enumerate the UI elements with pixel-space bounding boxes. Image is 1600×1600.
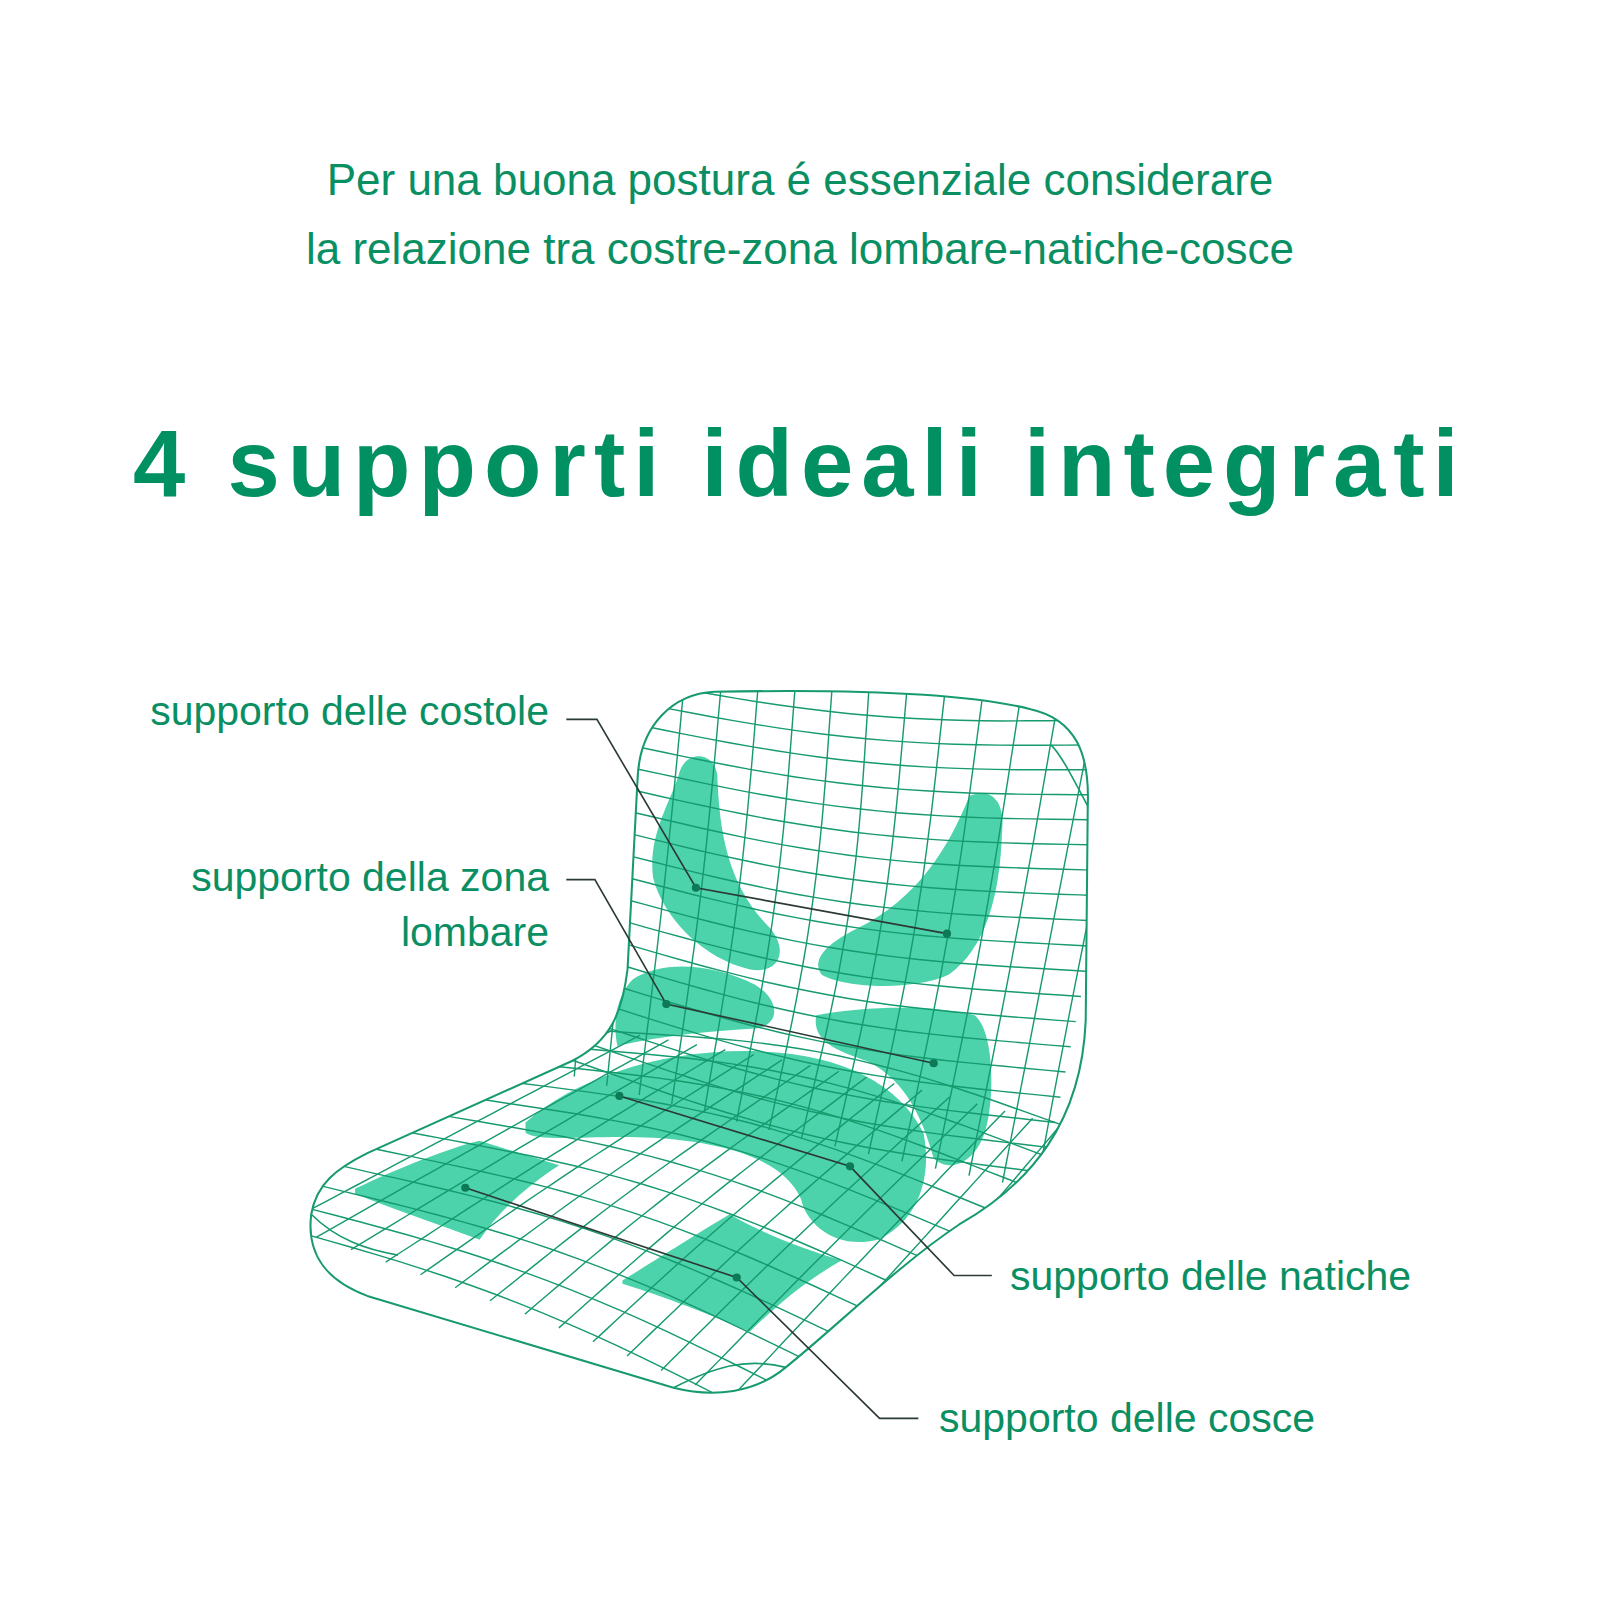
- mesh-line: [386, 1050, 726, 1263]
- mesh-line: [332, 1164, 882, 1357]
- mesh-line: [421, 1055, 754, 1275]
- leader-dot: [943, 930, 951, 938]
- mesh-line: [455, 1060, 782, 1288]
- mesh-line: [603, 674, 1138, 721]
- mesh-line: [580, 931, 1076, 1022]
- callout-label: supporto delle cosce: [939, 1392, 1315, 1444]
- callout-label: supporto delle costole: [150, 685, 549, 737]
- leader-dot: [930, 1059, 938, 1067]
- leader-dot: [846, 1162, 854, 1170]
- chair-edge: [311, 745, 1088, 1388]
- mesh-line: [737, 685, 796, 1122]
- leader-line: [465, 1188, 918, 1419]
- mesh-line: [576, 973, 1066, 1072]
- leader-lines: [465, 719, 992, 1418]
- callout-label: supporto delle natiche: [1010, 1250, 1411, 1302]
- mesh-line: [572, 1016, 1055, 1122]
- mesh-line: [599, 717, 1127, 770]
- leader-dot: [692, 884, 700, 892]
- support-zones: [355, 756, 1002, 1331]
- mesh-line: [490, 1065, 811, 1300]
- mesh-line: [589, 824, 1101, 896]
- mesh-line: [585, 867, 1091, 947]
- mesh-line: [695, 1104, 977, 1385]
- mesh-line: [502, 1081, 1002, 1215]
- mesh-line: [559, 1077, 867, 1328]
- leader-dot: [461, 1184, 469, 1192]
- mesh-line: [536, 1064, 1026, 1186]
- mesh-line: [661, 1097, 949, 1370]
- intro-text: Per una buona postura é essenziale consi…: [300, 145, 1300, 283]
- chair-outline: [310, 691, 1087, 1393]
- mesh-line: [264, 1197, 833, 1414]
- mesh-line: [400, 1130, 930, 1299]
- mesh-line: [1036, 707, 1133, 1190]
- mesh-line: [574, 995, 1060, 1098]
- callout-label: supporto della zona lombare: [79, 850, 549, 960]
- mesh-line: [281, 1035, 640, 1225]
- leader-line: [566, 880, 933, 1064]
- leader-dot: [733, 1273, 741, 1281]
- mesh-line: [230, 1213, 809, 1442]
- leader-dot: [662, 1000, 670, 1008]
- leader-dot: [615, 1092, 623, 1100]
- mesh-line: [593, 781, 1111, 845]
- mesh-line: [593, 1084, 894, 1342]
- mesh-line: [578, 952, 1071, 1047]
- mesh-line: [763, 1118, 1032, 1414]
- mesh-line: [595, 760, 1117, 820]
- mesh-line: [351, 1045, 697, 1250]
- leader-line: [619, 1096, 991, 1276]
- mesh-line: [597, 738, 1122, 795]
- mesh-line: [601, 696, 1132, 746]
- chair-fill: [310, 691, 1087, 1393]
- mesh-line: [298, 1180, 857, 1385]
- diagram-title: 4 supporti ideali integrati: [133, 409, 1467, 519]
- mesh-line: [729, 1111, 1005, 1400]
- mesh-line: [583, 888, 1086, 971]
- mesh-line: [574, 665, 611, 1076]
- chair-group: [230, 665, 1137, 1442]
- chair-mesh: [230, 665, 1137, 1442]
- mesh-line: [591, 802, 1106, 870]
- mesh-line: [366, 1147, 906, 1328]
- leader-line: [566, 719, 947, 933]
